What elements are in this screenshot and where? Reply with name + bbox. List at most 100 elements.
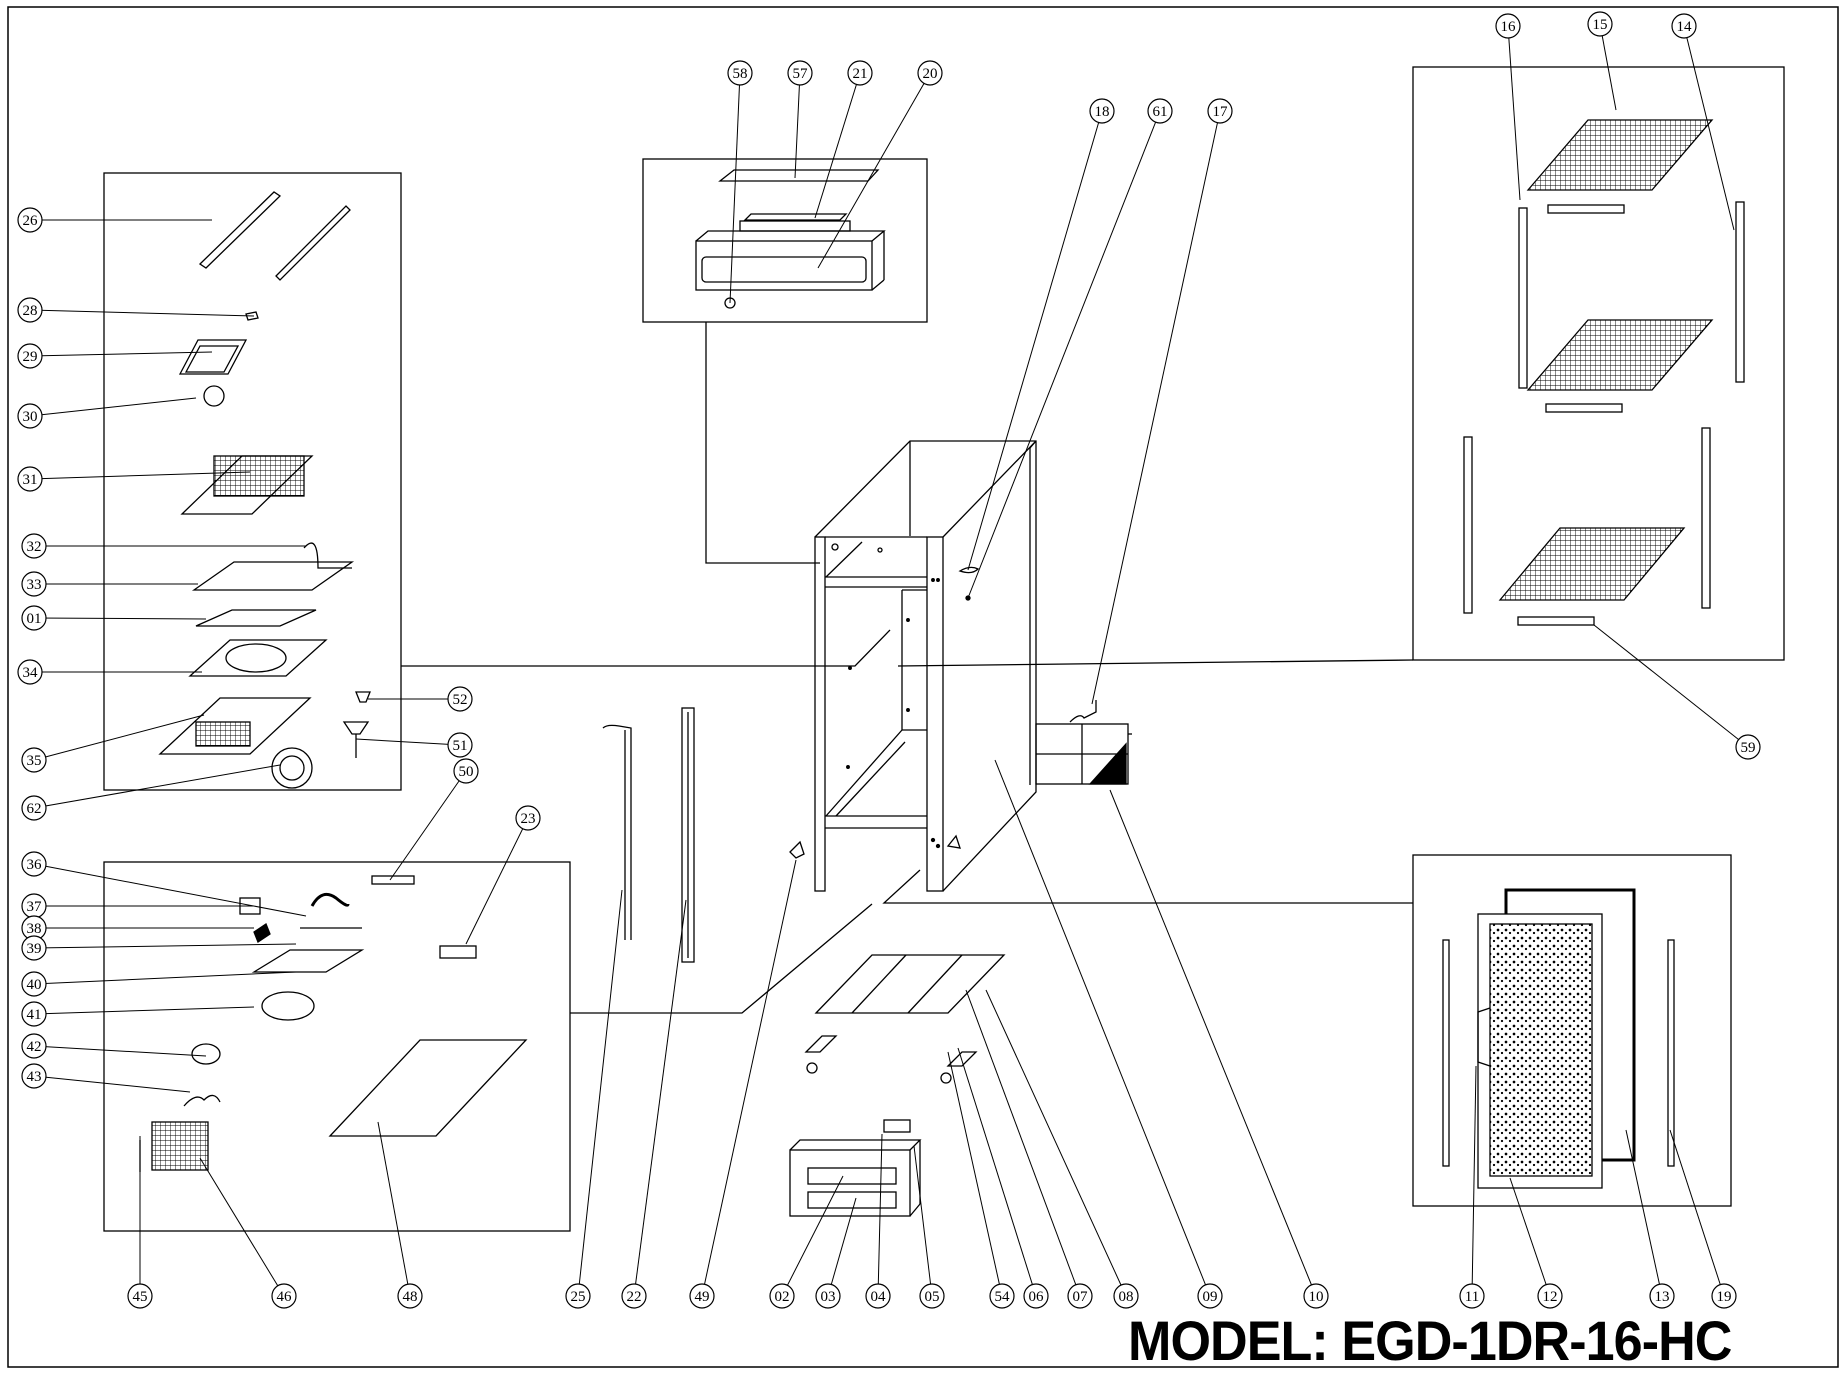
callout-number: 25 <box>571 1289 586 1305</box>
callout-circle <box>271 1283 297 1309</box>
callout-number: 06 <box>1029 1289 1045 1305</box>
leader-line-50 <box>389 770 467 881</box>
callout-circle <box>447 732 473 758</box>
group-box-door <box>1412 854 1732 1207</box>
callout-circle <box>21 795 47 821</box>
callout-number: 12 <box>1543 1289 1558 1305</box>
callout-circle <box>127 1283 153 1309</box>
callout-20: 20 <box>917 60 943 86</box>
callout-33: 33 <box>21 571 47 597</box>
leader-line-39 <box>33 943 297 949</box>
callout-58: 58 <box>727 60 753 86</box>
leader-line-22 <box>633 899 687 1297</box>
callout-circle <box>989 1283 1015 1309</box>
callout-circle <box>17 297 43 323</box>
callout-23: 23 <box>515 805 541 831</box>
leader-line-46 <box>199 1157 285 1297</box>
callout-circle <box>1067 1283 1093 1309</box>
callout-circle <box>1649 1283 1675 1309</box>
callout-number: 29 <box>23 349 38 365</box>
condensing-unit-part <box>1035 700 1132 785</box>
callout-circle <box>1303 1283 1329 1309</box>
callout-05: 05 <box>919 1283 945 1309</box>
leader-line-01 <box>33 617 207 620</box>
callout-01: 01 <box>21 605 47 631</box>
callout-number: 33 <box>27 577 42 593</box>
callout-circle <box>21 747 47 773</box>
callout-circle <box>621 1283 647 1309</box>
callout-circle <box>1671 13 1697 39</box>
callout-number: 48 <box>403 1289 418 1305</box>
callout-12: 12 <box>1537 1283 1563 1309</box>
callout-40: 40 <box>21 971 47 997</box>
callout-28: 28 <box>17 297 43 323</box>
callout-number: 43 <box>27 1069 42 1085</box>
callout-number: 30 <box>23 409 38 425</box>
callout-13: 13 <box>1649 1283 1675 1309</box>
leader-line-05 <box>913 1145 933 1297</box>
callout-number: 39 <box>27 941 42 957</box>
callout-number: 11 <box>1465 1289 1479 1305</box>
leader-line-16 <box>1507 25 1521 201</box>
leader-line-61 <box>967 110 1161 599</box>
callout-number: 09 <box>1203 1289 1218 1305</box>
callout-number: 26 <box>23 213 39 229</box>
callout-circle <box>1735 734 1761 760</box>
callout-circle <box>847 60 873 86</box>
callout-number: 49 <box>695 1289 710 1305</box>
callout-circle <box>787 60 813 86</box>
leader-line-03 <box>827 1197 857 1297</box>
callout-14: 14 <box>1671 13 1697 39</box>
callout-number: 32 <box>27 539 42 555</box>
callout-22: 22 <box>621 1283 647 1309</box>
callout-circle <box>1711 1283 1737 1309</box>
callout-circle <box>453 758 479 784</box>
callout-circle <box>769 1283 795 1309</box>
callout-39: 39 <box>21 935 47 961</box>
callout-43: 43 <box>21 1063 47 1089</box>
callout-number: 35 <box>27 753 42 769</box>
callout-11: 11 <box>1459 1283 1485 1309</box>
callout-17: 17 <box>1207 98 1233 124</box>
callout-54: 54 <box>989 1283 1015 1309</box>
callout-circle <box>727 60 753 86</box>
callout-number: 02 <box>775 1289 790 1305</box>
callout-number: 45 <box>133 1289 148 1305</box>
evaporator-parts <box>158 191 371 789</box>
callout-circle <box>21 571 47 597</box>
leader-line-23 <box>465 817 529 945</box>
callout-circle <box>21 851 47 877</box>
callout-number: 05 <box>925 1289 940 1305</box>
callout-number: 34 <box>23 665 39 681</box>
callout-circle <box>917 60 943 86</box>
control-box-part <box>789 1119 922 1217</box>
callout-04: 04 <box>865 1283 891 1309</box>
shelf-parts <box>1463 119 1745 626</box>
callout-16: 16 <box>1495 13 1521 39</box>
leader-line-13 <box>1625 1129 1663 1297</box>
callout-number: 10 <box>1309 1289 1324 1305</box>
leader-line-58 <box>729 72 741 304</box>
group-box-shelving <box>1412 66 1785 661</box>
callout-32: 32 <box>21 533 47 559</box>
callout-42: 42 <box>21 1033 47 1059</box>
leader-line-62 <box>33 764 281 809</box>
callout-circle <box>1537 1283 1563 1309</box>
callout-number: 62 <box>27 801 42 817</box>
callout-50: 50 <box>453 758 479 784</box>
callout-number: 19 <box>1717 1289 1732 1305</box>
group-box-top-left <box>103 172 402 791</box>
callout-61: 61 <box>1147 98 1173 124</box>
callout-number: 21 <box>853 66 868 82</box>
callout-25: 25 <box>565 1283 591 1309</box>
leader-line-07 <box>965 989 1081 1297</box>
callout-number: 01 <box>27 611 42 627</box>
callout-circle <box>1587 11 1613 37</box>
model-title: MODEL: EGD-1DR-16-HC <box>1128 1309 1732 1372</box>
callout-circle <box>1113 1283 1139 1309</box>
callout-35: 35 <box>21 747 47 773</box>
leader-line-19 <box>1669 1129 1725 1297</box>
leader-line-29 <box>29 351 213 357</box>
leader-line-51 <box>355 738 461 746</box>
